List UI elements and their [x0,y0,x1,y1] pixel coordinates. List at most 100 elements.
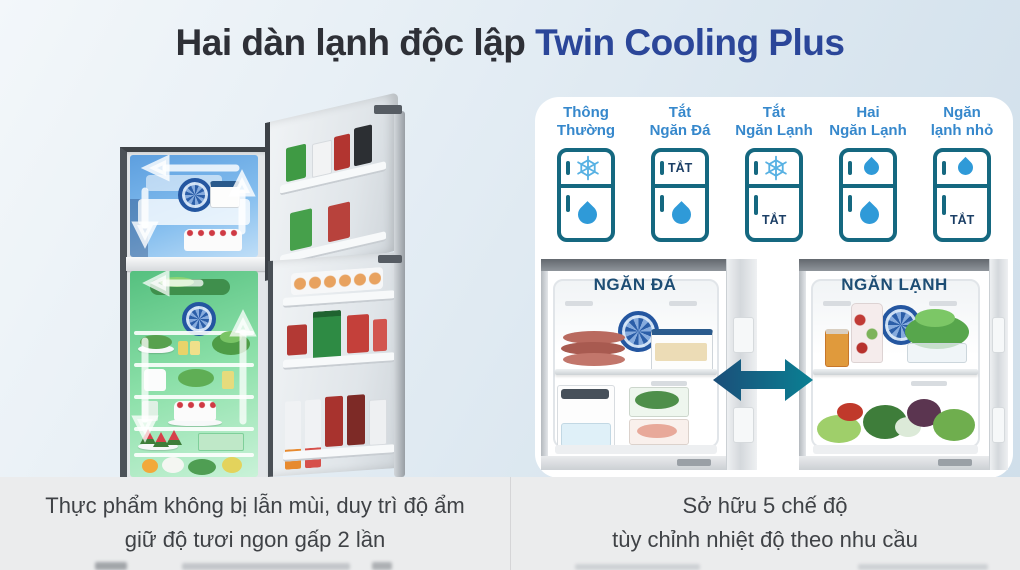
veggie-box [198,433,244,451]
jar [190,341,200,355]
ice-bin [561,423,611,447]
door-hinge [374,105,402,114]
vent [677,459,711,466]
water-drop-icon [954,156,977,179]
veggie-basket [907,343,967,363]
caption-divider [510,477,511,570]
door-bin-end [992,317,1005,353]
mode-label: Thông [563,104,609,121]
title-brand: Twin Cooling Plus [535,22,845,63]
fridge-compartment [130,271,258,477]
fruit [222,457,242,473]
door-left-edge [799,271,806,470]
fridge-foot [858,564,988,570]
jam-jar [825,329,849,367]
door-package [354,124,372,167]
compartment-divider [126,257,266,271]
vent-slot [651,381,687,386]
door-bin-end [733,317,754,353]
frozen-cake [184,229,242,251]
bottle [369,398,387,446]
ceiling-slot [565,301,593,306]
mode-label: Tắt [668,104,692,121]
ceiling-slot [823,301,851,306]
ceiling-slot [929,301,957,306]
mode-label: Hai [856,104,880,121]
plate [138,345,174,353]
page-title: Hai dàn lạnh độc lập Twin Cooling Plus [0,22,1020,64]
open-door-sliver [989,259,1008,470]
water-drop-icon [856,201,883,228]
door-top-edge [541,259,757,271]
shelf-line [134,453,254,457]
fridge-mode-icon [557,148,615,242]
caption-line: Sở hữu 5 chế độ [682,493,848,518]
door-bin-end [733,407,754,443]
compartment-label: NGĂN ĐÁ [593,275,677,294]
vent [938,459,972,466]
fruit [142,459,158,473]
caption-left: Thực phẩm không bị lẫn mùi, duy trì độ ẩ… [0,489,510,557]
jar [222,371,234,389]
snowflake-icon [765,155,787,181]
glass-shelf [555,369,717,375]
bottle [347,394,365,446]
shelf-line [134,395,254,399]
sauce-bottle [373,318,387,352]
frozen-sausages [561,342,625,355]
caption-right: Sở hữu 5 chế độ tùy chỉnh nhiệt độ theo … [510,489,1020,557]
caption-line: giữ độ tươi ngon gấp 2 lần [124,527,386,552]
milo-box [313,309,341,362]
ice-maker-slot [561,389,609,399]
freezer-photo: NGĂN ĐÁ [541,259,757,470]
airflow-arrows-icon [131,155,256,249]
freezer-compartment [130,155,258,257]
fridge-mode-icon: TẮT [745,148,803,242]
strawberry-cake [174,401,216,421]
door-left-edge [541,271,548,470]
caption-line: Thực phẩm không bị lẫn mùi, duy trì độ ẩ… [45,493,465,518]
door-bottom-edge [541,456,757,470]
green-veggies [933,409,975,441]
door-package [286,143,306,183]
frozen-sausages [563,331,625,344]
open-door-bottom [268,251,405,477]
water-drop-icon [574,201,601,228]
shrimp [637,424,677,438]
compartment-floor [813,445,978,454]
snowflake-icon [577,155,599,181]
jug [144,369,166,391]
shelf-line [134,331,254,335]
door-package [312,139,332,179]
tat-text: TẮT [762,213,787,227]
mode-label: Ngăn Lạnh [735,122,813,139]
ceiling-slot [669,301,697,306]
fridge-foot [95,562,127,570]
broccoli [635,391,679,409]
fridge-foot [372,562,392,570]
door-package [328,201,350,243]
tat-text: TẮT [950,213,975,227]
mode-label: lạnh nhỏ [930,122,994,139]
door-edge [394,111,405,477]
shelf-line [134,363,254,367]
greens [188,459,216,475]
red-jar [287,324,307,356]
frozen-sausages [563,353,625,366]
strawberries [837,403,863,421]
airflow-arrows-icon [131,271,257,443]
fridge-photo: NGĂN LẠNH [799,259,1008,470]
title-text: Hai dàn lạnh độc lập [175,22,526,63]
fridge-illustration [60,85,490,477]
mode-label: Tắt [762,104,786,121]
cake-plate [168,419,222,426]
compartment-floor [555,445,717,454]
open-door-sliver [726,259,757,470]
mode-label: Ngăn Lạnh [829,122,907,139]
jar [178,341,188,355]
